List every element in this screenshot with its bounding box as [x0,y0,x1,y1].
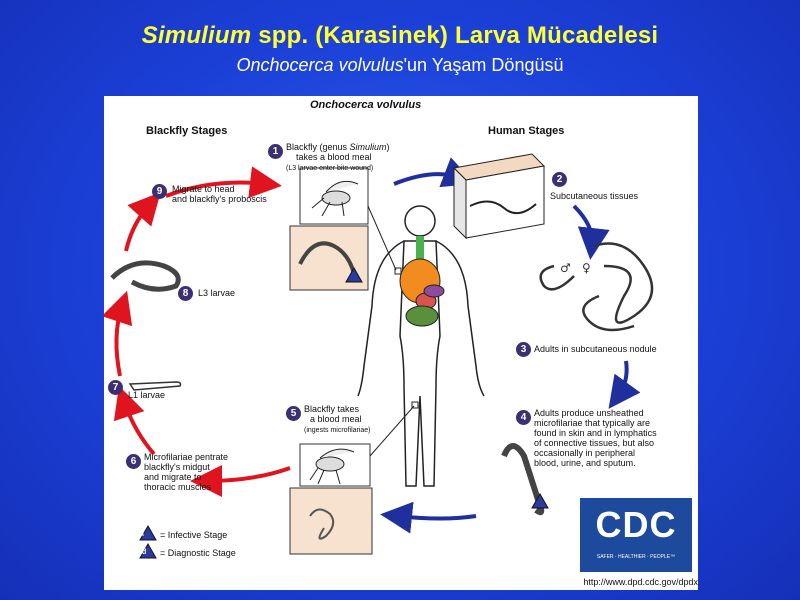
liver [423,284,445,298]
bite-marker-top [394,267,402,275]
step-badge-5: 5 [286,406,301,421]
step-badge-1: 1 [268,144,283,159]
step-2-text: Subcutaneous tissues [550,191,639,201]
step-4-line5: occasionally in peripheral [534,448,636,458]
step-badge-4: 4 [516,410,531,425]
arrow-8-to-9 [124,192,161,252]
step-6-line3: and migrate to [144,472,202,482]
adult-worms [539,242,654,332]
l1-larva-left [128,381,182,391]
infective-triangle-icon [139,524,157,541]
diagram-graphics: ♂ ♀ [104,153,654,559]
step-1-line2: takes a blood meal [296,152,372,162]
step-4-line6: blood, urine, and sputum. [534,458,636,468]
intestines [405,305,439,327]
subtitle-species: Onchocerca volvulus [236,55,404,75]
title-genus: Simulium [141,22,252,49]
microfilaria-box [289,487,373,555]
step-6-text: Microfilariae pentrate blackfly's midgut… [144,452,264,492]
legend-infective-letter: i [142,531,144,538]
sex-symbols: ♂ [560,261,571,275]
step-1-genus: Simulium [349,142,387,152]
legend-diagnostic-letter: d [142,549,147,556]
step-9-line2: and blackfly's proboscis [172,194,267,204]
diagram-top-label: Onchocerca volvulus [310,99,422,111]
human-stages-heading: Human Stages [488,125,565,137]
step-4-line1: Adults produce unsheathed [534,408,644,418]
step-1-line3: (L3 larvae enter bite wound) [286,165,374,172]
step-5-line1: Blackfly takes [304,404,360,414]
step-5-line3: (ingests microfilariae) [304,427,371,434]
step-1-line1: Blackfly (genus [286,142,350,152]
arrow-7-to-8 [104,290,133,377]
step-6-line4: thoracic muscles [144,482,212,492]
blackfly-icon-top [311,180,359,217]
step-1-text: Blackfly (genus Simulium) takes a blood … [286,142,416,174]
step-7-text: L1 larvae [128,390,166,400]
cdc-tagline: SAFER · HEALTHIER · PEOPLE™ [596,554,676,560]
step-4-line2: microfilariae that typically are [534,418,651,428]
arrow-9-to-1 [165,166,282,199]
source-url: http://www.dpd.cdc.gov/dpdx [583,577,698,587]
step-badge-2: 2 [552,172,567,187]
step-badge-8: 8 [178,286,193,301]
diagnostic-marker-icon [531,492,549,509]
blackfly-stages-heading: Blackfly Stages [146,125,228,137]
microfilaria-large [501,443,545,516]
step-badge-6: 6 [126,454,141,469]
legend-infective-text: = Infective Stage [160,530,228,540]
step-3-text: Adults in subcutaneous nodule [534,344,657,354]
blackfly-icon-bottom [309,448,355,485]
infective-marker-icon [345,266,363,283]
larva-l3-icon [298,241,356,275]
step-9-line1: Migrate to head [172,184,235,194]
bite-marker-bottom [411,401,419,409]
cdc-logo-text: CDC [595,504,677,545]
title-rest: spp. (Karasinek) Larva Mücadelesi [251,22,659,49]
step-4-text: Adults produce unsheathed microfilariae … [534,408,694,468]
subtitle-rest: 'un Yaşam Döngüsü [403,55,564,75]
slide-subtitle: Onchocerca volvulus'un Yaşam Döngüsü [0,55,800,76]
arrow-5-to-6 [190,464,291,497]
arrow-6-to-7 [113,385,156,456]
step-8-text: L3 larvae [198,288,236,298]
life-cycle-diagram: ♂ ♀ Onchocerca volvulus Blackfly Stages … [104,96,698,590]
cdc-logo: CDC SAFER · HEALTHIER · PEOPLE™ [580,498,692,572]
step-5-line2: a blood meal [310,414,362,424]
airway [416,236,424,276]
arrow-4-to-5 [380,501,477,534]
slide-title: Simulium spp. (Karasinek) Larva Mücadele… [0,22,800,50]
svg-text:♀: ♀ [582,261,591,275]
step-badge-7: 7 [108,380,123,395]
step-6-line2: blackfly's midgut [144,462,210,472]
step-5-text: Blackfly takes a blood meal (ingests mic… [304,404,414,436]
diagnostic-triangle-icon [139,542,157,559]
skin-block [452,153,546,240]
step-badge-3: 3 [516,342,531,357]
arrow-1-to-2 [393,157,475,188]
step-4-line4: of connective tissues, but also [534,438,655,448]
legend-diagnostic-text: = Diagnostic Stage [160,548,236,558]
microfilaria-icon [309,508,335,540]
step-9-text: Migrate to head and blackfly's proboscis [172,184,292,204]
arrow-3-to-4 [608,360,641,409]
step-6-line1: Microfilariae pentrate [144,452,229,462]
arrow-2-to-3 [572,204,610,260]
l3-larva-left [110,260,181,292]
step-4-line3: found in skin and in lymphatics [534,428,657,438]
blackfly-box-top [299,167,369,225]
step-1-line1-end: ) [386,142,390,152]
step-badge-9: 9 [152,184,167,199]
